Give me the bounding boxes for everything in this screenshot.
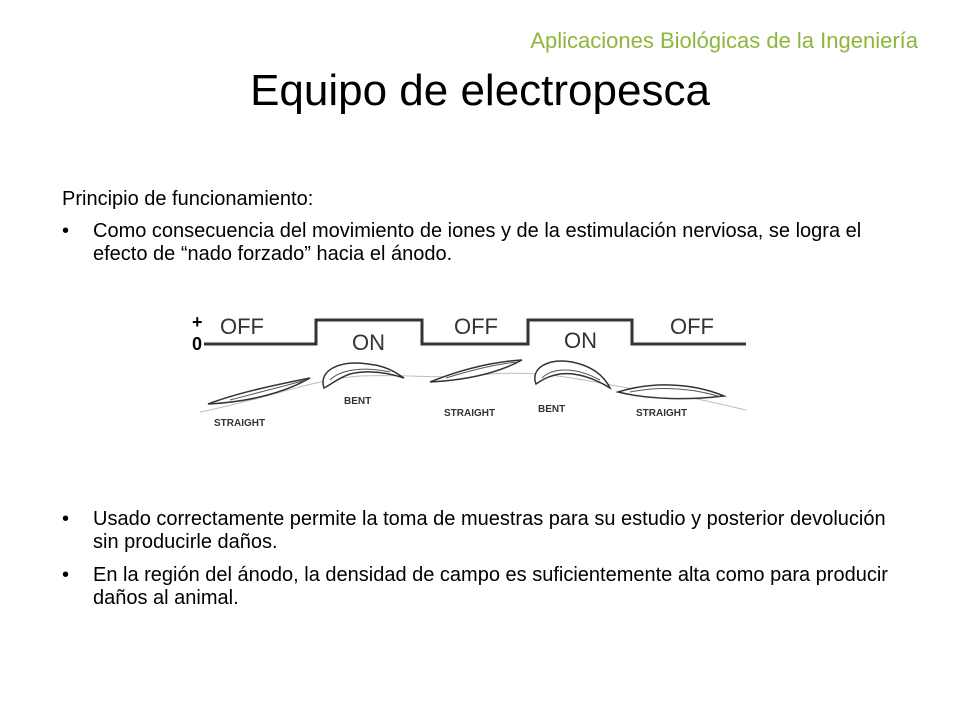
state-label-off-3: OFF (670, 314, 714, 339)
intro-text: Principio de funcionamiento: (62, 188, 314, 210)
bullet-dot: • (62, 508, 70, 530)
fish-label-bent-1: BENT (344, 396, 371, 407)
axis-zero-label: 0 (192, 334, 202, 354)
fish-straight-icon (615, 384, 727, 400)
bullet-item-2: • Usado correctamente permite la toma de… (62, 508, 902, 554)
bullet-item-1: • Como consecuencia del movimiento de io… (62, 220, 902, 266)
pulse-waveform (204, 318, 746, 346)
fish-straight-icon (429, 359, 523, 383)
state-label-off-2: OFF (454, 314, 498, 339)
electrofishing-pulse-diagram: + 0 OFF ON OFF ON OFF STRAIGHT BENT STRA… (192, 312, 747, 429)
slide-title: Equipo de electropesca (250, 66, 710, 115)
fish-label-straight-3: STRAIGHT (636, 408, 687, 419)
fish-straight-icon (207, 377, 311, 405)
bullet-text: En la región del ánodo, la densidad de c… (93, 564, 888, 609)
axis-plus-label: + (192, 312, 203, 332)
bullet-dot: • (62, 220, 70, 242)
bullet-item-3: • En la región del ánodo, la densidad de… (62, 564, 902, 610)
header-course-title: Aplicaciones Biológicas de la Ingeniería (530, 28, 918, 53)
fish-label-straight-1: STRAIGHT (214, 418, 265, 429)
state-label-on-1: ON (352, 330, 385, 355)
bullet-text: Usado correctamente permite la toma de m… (93, 508, 886, 553)
state-label-off-1: OFF (220, 314, 264, 339)
bullet-text: Como consecuencia del movimiento de ione… (93, 220, 862, 265)
bullet-dot: • (62, 564, 70, 586)
state-label-on-2: ON (564, 328, 597, 353)
fish-label-bent-2: BENT (538, 404, 565, 415)
fish-bent-icon (322, 362, 405, 390)
fish-label-straight-2: STRAIGHT (444, 408, 495, 419)
fish-bent-icon (534, 360, 612, 391)
